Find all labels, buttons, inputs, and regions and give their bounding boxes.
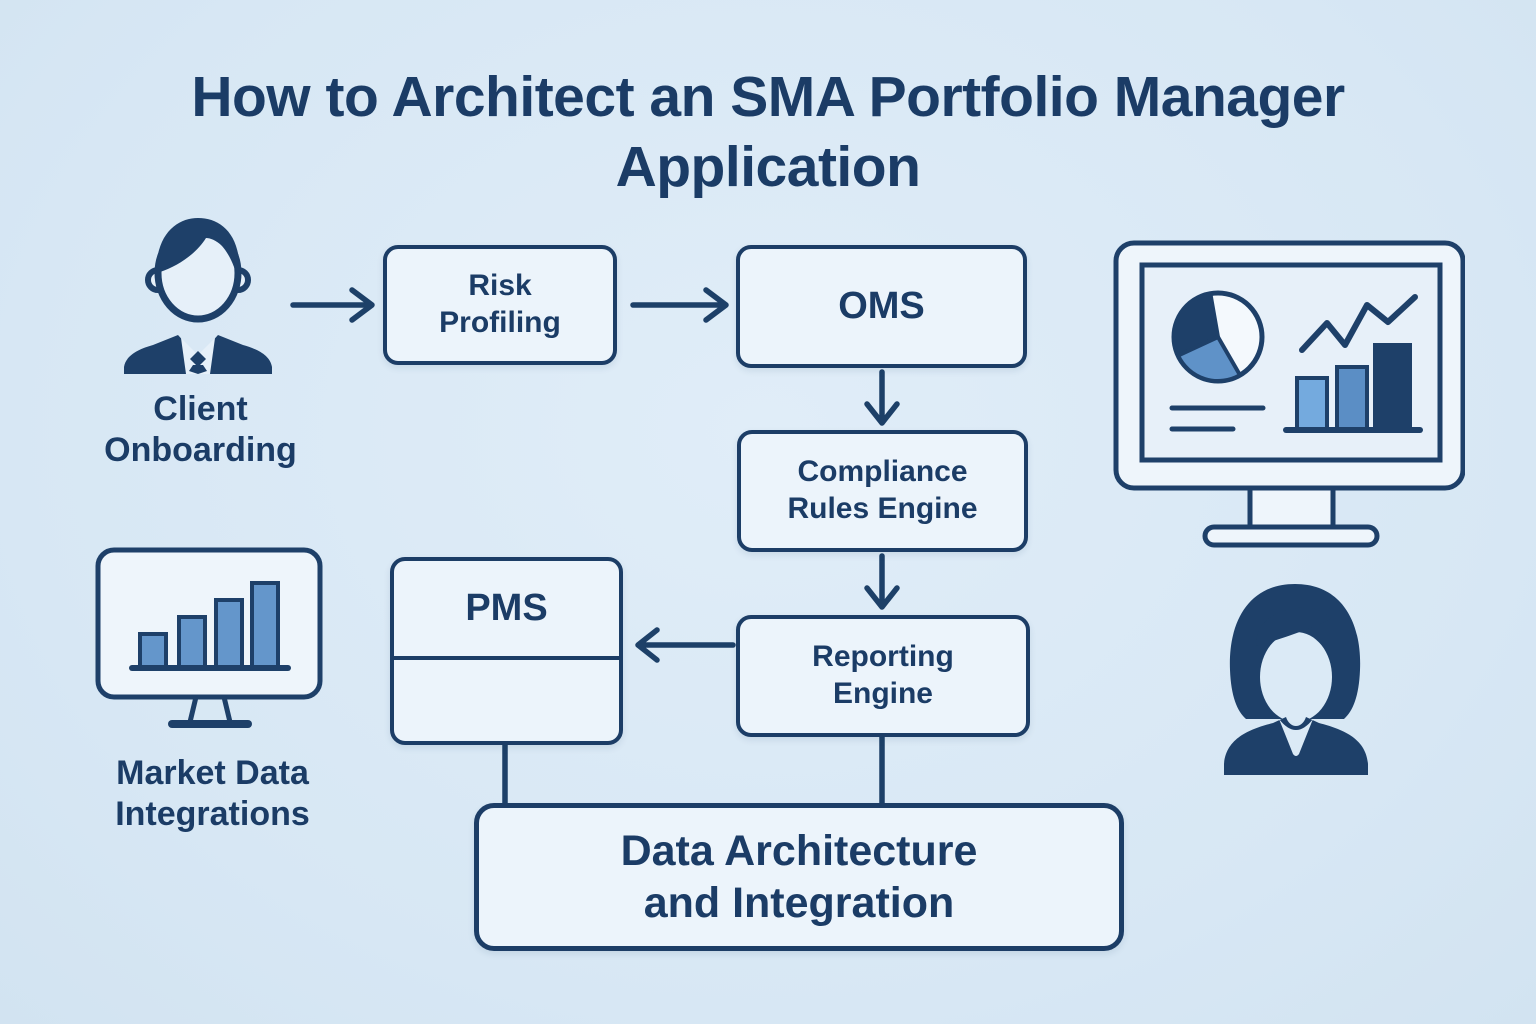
bar-3 (1373, 343, 1412, 432)
client-label-line-1: Client (153, 390, 248, 428)
bar-2 (1335, 365, 1369, 432)
risk-profiling-line-1: Risk (468, 269, 532, 303)
monitor-stand-base (168, 720, 252, 728)
dataarch-line-2: and Integration (643, 879, 955, 927)
monitor-frame (95, 547, 323, 700)
monitor-stand-neck (187, 694, 233, 725)
node-pms: PMS (390, 557, 623, 745)
bar-3 (214, 598, 244, 670)
reporting-line-1: Reporting (812, 640, 954, 674)
face (1260, 632, 1332, 722)
node-risk-profiling: Risk Profiling (383, 245, 617, 365)
arrow-reporting-to-pms (635, 627, 736, 663)
bar-1 (1295, 376, 1329, 432)
node-compliance-rules-engine: Compliance Rules Engine (737, 430, 1028, 552)
neckline (1279, 719, 1313, 756)
compliance-line-1: Compliance (797, 455, 968, 489)
pms-bottom-compartment (394, 660, 619, 741)
arrow-compliance-to-reporting (864, 553, 900, 610)
arrow-oms-to-compliance (864, 369, 900, 426)
bar-4 (250, 581, 280, 670)
woman-user-icon (1224, 584, 1368, 775)
businessman-icon (124, 218, 272, 374)
oms-label: OMS (838, 285, 925, 328)
page-title: How to Architect an SMA Portfolio Manage… (0, 62, 1536, 202)
analytics-dashboard-monitor-icon (1113, 240, 1465, 548)
node-reporting-engine: Reporting Engine (736, 615, 1030, 737)
monitor-stand-base (1202, 524, 1380, 548)
suit (124, 335, 272, 374)
tie (189, 351, 207, 374)
market-data-line-2: Integrations (115, 794, 310, 833)
pms-label: PMS (465, 587, 548, 629)
client-label-line-2: Onboarding (104, 430, 297, 469)
pie-slice-blue (1176, 335, 1242, 383)
dataarch-line-1: Data Architecture (620, 826, 978, 875)
pms-top-compartment: PMS (394, 561, 619, 660)
market-data-label: Market Data Integrations (75, 753, 350, 835)
bar-2 (177, 615, 207, 670)
market-data-line-1: Market Data (116, 754, 309, 792)
monitor-stand-neck (1247, 485, 1336, 530)
title-line-2: Application (615, 135, 921, 200)
arrow-client-to-risk (290, 287, 375, 323)
hair (156, 218, 240, 284)
hair-fringe (1256, 607, 1331, 646)
compliance-line-2: Rules Engine (787, 492, 978, 525)
title-line-1: How to Architect an SMA Portfolio Manage… (191, 65, 1345, 129)
client-onboarding-label: Client Onboarding (58, 389, 343, 471)
risk-profiling-line-2: Profiling (439, 306, 561, 339)
line-chart (1299, 294, 1418, 353)
bar-chart-monitor-icon (95, 547, 323, 728)
reporting-line-2: Engine (832, 677, 933, 710)
node-oms: OMS (736, 245, 1027, 368)
arrow-risk-to-oms (630, 287, 729, 323)
bar-1 (138, 632, 168, 670)
node-data-architecture: Data Architecture and Integration (474, 803, 1124, 951)
